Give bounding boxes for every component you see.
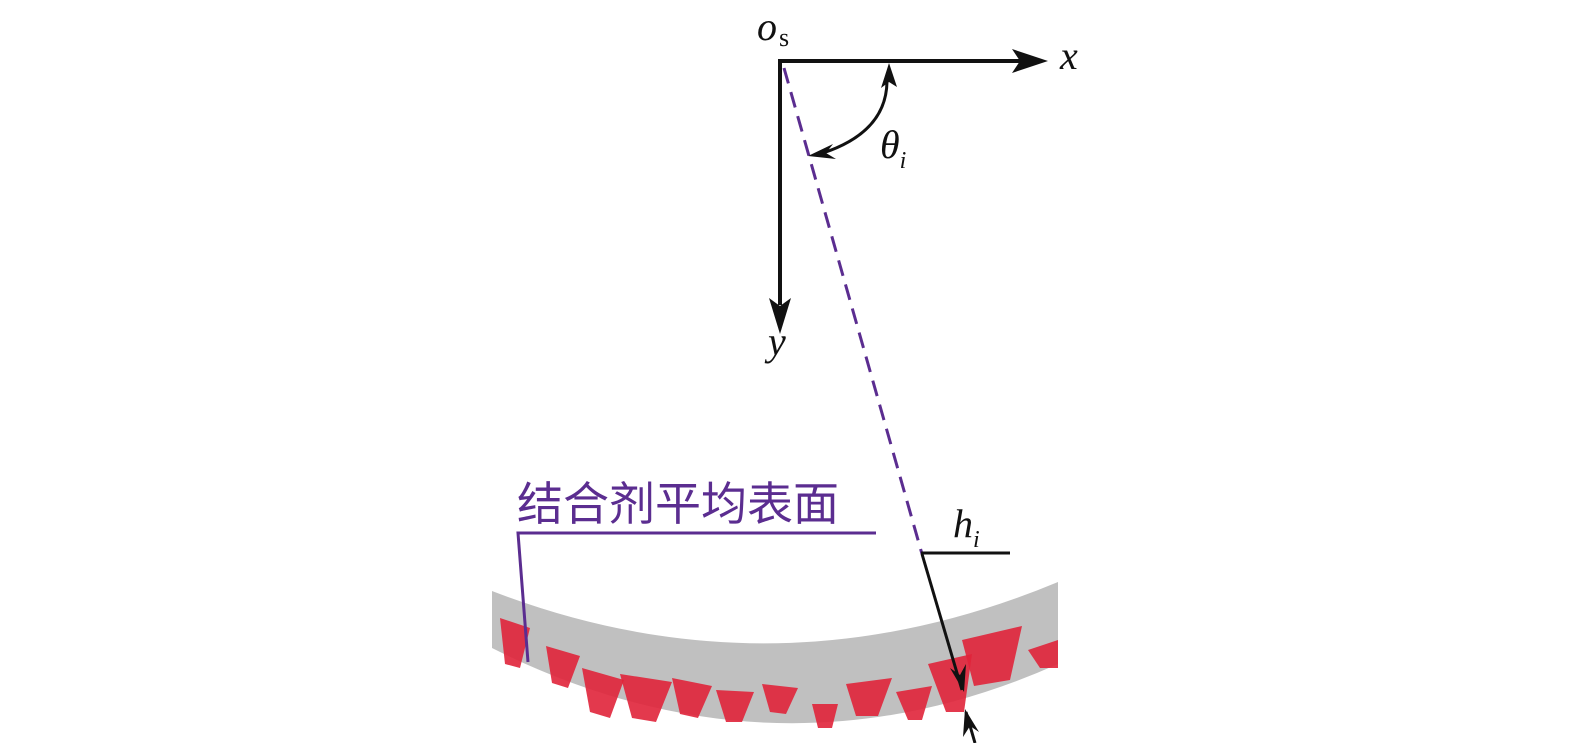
abrasive-grain [546, 646, 580, 688]
abrasive-grain [716, 690, 754, 722]
y-arrow-head-icon [769, 298, 791, 334]
abrasive-grain [896, 686, 932, 720]
height-arrow-head-icon-2 [963, 709, 979, 737]
height-dimension [920, 551, 1010, 743]
abrasive-grains [500, 618, 1058, 728]
height-measure-line [920, 553, 964, 691]
angle-arrow-head-icon-2 [808, 144, 836, 159]
y-axis-label: y [764, 319, 786, 364]
angle-arrow-head-icon [881, 63, 897, 88]
abrasive-grain [1028, 640, 1058, 668]
origin-label: os [757, 4, 789, 52]
abrasive-grain [928, 654, 972, 712]
height-label: hi [953, 501, 980, 553]
binder-surface-label: 结合剂平均表面 [517, 477, 839, 531]
abrasive-grain [620, 674, 672, 722]
radial-dashed-line [782, 67, 924, 555]
angle-label: θi [880, 122, 906, 174]
x-arrow-head-icon [1012, 49, 1048, 73]
abrasive-grain [672, 678, 712, 718]
abrasive-grain [962, 626, 1022, 686]
height-arrow-head-icon [950, 664, 966, 692]
abrasive-grain [500, 618, 530, 668]
abrasive-grain [762, 684, 798, 714]
abrasive-grain [812, 704, 838, 728]
angle-arc [822, 81, 889, 155]
abrasive-grain [846, 678, 892, 716]
binder-label-leader [516, 531, 876, 663]
abrasive-grain [582, 668, 624, 718]
axes [769, 49, 1048, 334]
angle-indicator [808, 63, 897, 159]
x-axis-label: x [1059, 33, 1078, 78]
binder-layer [492, 582, 1058, 728]
